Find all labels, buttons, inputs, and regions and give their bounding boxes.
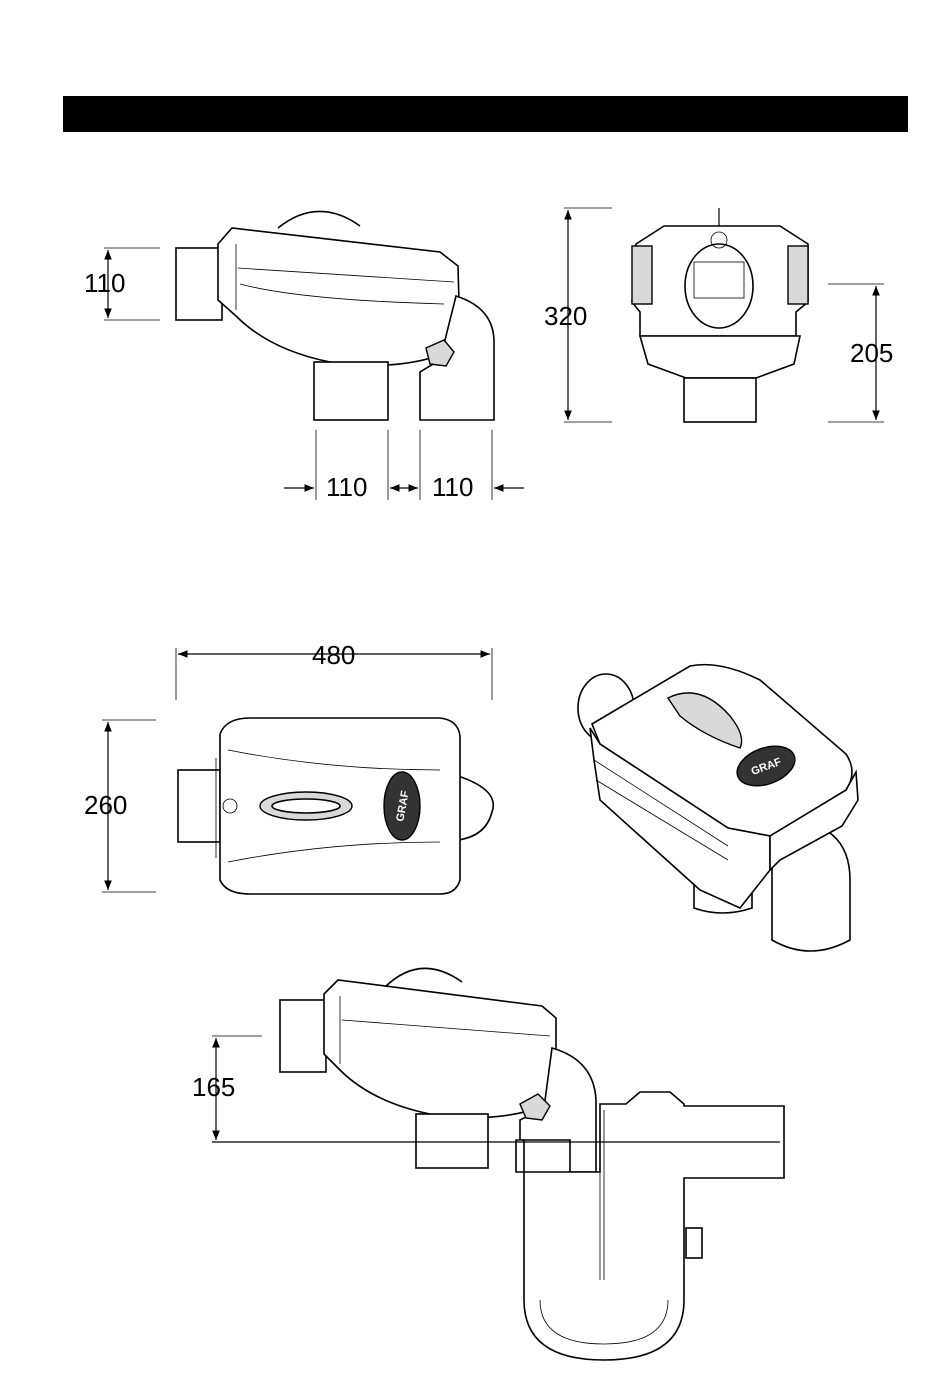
front-outlet-height-dimension: 205 bbox=[850, 338, 893, 368]
installation-view bbox=[212, 968, 784, 1360]
isometric-view bbox=[578, 665, 858, 951]
side-inlet-dimension: 110 bbox=[84, 268, 125, 298]
side-outlet-b-dimension: 110 bbox=[432, 472, 473, 502]
front-view bbox=[564, 208, 884, 422]
install-height-dimension: 165 bbox=[192, 1072, 235, 1102]
top-length-dimension: 480 bbox=[312, 640, 355, 670]
side-view bbox=[104, 211, 524, 500]
side-outlet-a-dimension: 110 bbox=[326, 472, 367, 502]
front-height-dimension: 320 bbox=[544, 301, 587, 331]
top-view bbox=[102, 648, 493, 894]
top-width-dimension: 260 bbox=[84, 790, 127, 820]
